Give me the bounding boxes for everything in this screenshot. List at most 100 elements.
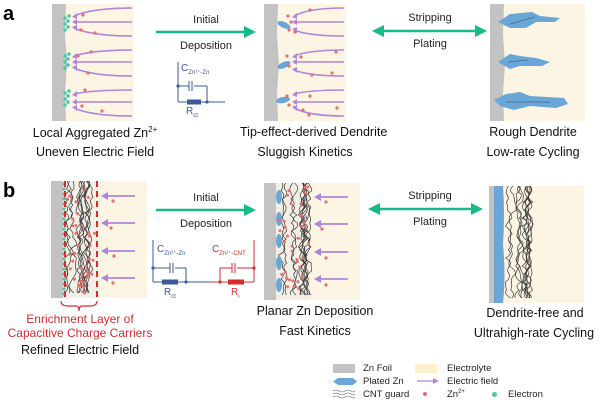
zn-ion — [306, 185, 310, 189]
planar-zn-deposits — [276, 190, 282, 292]
b-arrow2-top-label: Stripping — [408, 190, 452, 202]
zn-ion — [71, 217, 75, 221]
zn-ion — [291, 279, 295, 283]
a-arrow2-bottom-label: Plating — [413, 38, 447, 50]
field-lines — [318, 196, 348, 280]
electron-dot-icon — [492, 392, 497, 397]
cnt-fiber — [515, 185, 525, 299]
electron — [62, 247, 66, 251]
electron — [62, 197, 66, 201]
field-lines — [73, 7, 133, 117]
zn-foil — [52, 4, 67, 121]
zn-ion — [68, 252, 72, 256]
zn-ion — [286, 285, 290, 289]
zn-ion — [277, 218, 281, 222]
zn-ion — [292, 284, 296, 288]
zn-ion — [73, 252, 77, 255]
electric-field-arrow-icon — [417, 378, 439, 384]
legend-label-cnt-guard: CNT guard — [363, 389, 410, 400]
zn-ion — [290, 249, 294, 253]
dendrite-nuclei — [276, 20, 291, 104]
zn-ion — [81, 280, 85, 284]
zn-ion — [90, 272, 94, 276]
zn-ion — [299, 202, 303, 206]
cnt-fiber — [521, 185, 531, 299]
zn-ion — [76, 212, 80, 216]
cnt-fiber — [525, 185, 534, 299]
cnt-fiber — [523, 185, 532, 299]
zn-ion — [74, 224, 78, 228]
a-arrow1-top-label: Initial — [193, 14, 219, 26]
electron — [62, 217, 66, 221]
zn-ion — [287, 278, 291, 282]
b-capacitor1-label: CZn²⁺-Zn — [157, 244, 186, 257]
panel-label-b: b — [3, 180, 16, 202]
zn-ion — [93, 231, 96, 235]
cnt-fiber — [76, 180, 85, 294]
cnt-fiber — [515, 185, 524, 299]
zn-ion — [86, 195, 90, 199]
legend-label-electric-field: Electric field — [447, 376, 499, 387]
zn-ion — [298, 265, 302, 269]
b-arrow1-bottom-label: Deposition — [180, 218, 232, 230]
b-initial-deposition-arrow — [156, 204, 256, 216]
panel-label-a: a — [3, 3, 15, 25]
zn-ion — [88, 234, 91, 238]
zn-ion — [290, 244, 294, 248]
zn-ion — [78, 284, 82, 288]
zn-foil-swatch — [333, 364, 355, 373]
zn-ion — [289, 202, 293, 206]
field-lines — [105, 195, 135, 279]
a-capacitor-label: CZn²⁺-Zn — [181, 63, 210, 76]
zn-ion — [73, 277, 76, 281]
legend-label-electrolyte: Electrolyte — [447, 363, 492, 374]
zn-ion — [85, 270, 89, 274]
a-initial-deposition-arrow — [156, 26, 256, 38]
legend-label-plated-zn: Plated Zn — [363, 376, 404, 387]
b-capacitor2-label: CZn²⁺-CNT — [212, 244, 246, 257]
zn-ion — [87, 257, 91, 261]
b-arrow2-bottom-label: Plating — [413, 216, 447, 228]
zn-ion — [80, 223, 84, 227]
zn-ion — [286, 234, 289, 238]
a-equivalent-circuit — [176, 62, 225, 105]
zn-ion — [296, 280, 300, 284]
electron — [62, 287, 66, 291]
a-resistor-label: Rct — [186, 106, 198, 119]
zn-ion — [79, 266, 83, 270]
zn-ion — [82, 285, 85, 289]
field-arrowheads — [72, 13, 77, 111]
zn-ion — [283, 270, 287, 274]
zn-ion — [287, 189, 291, 193]
electron — [62, 237, 66, 241]
electron — [62, 207, 66, 211]
zn-ion — [68, 194, 72, 198]
zn-ion — [74, 200, 78, 204]
zn-ion — [87, 231, 91, 235]
cnt-guard-swatch — [332, 389, 356, 399]
zn-ion — [278, 229, 282, 233]
zn-ion — [303, 186, 307, 189]
electron — [62, 267, 66, 271]
zn-foil — [490, 4, 505, 121]
cnt-fiber — [281, 182, 288, 296]
zn-ion — [283, 240, 287, 244]
cnt-fiber — [504, 185, 513, 299]
b-stage2-illustration — [264, 182, 360, 300]
zn-foil — [264, 183, 276, 300]
cnt-fiber — [298, 182, 308, 296]
zn-foil — [264, 4, 279, 121]
zn-ion — [71, 259, 75, 263]
plated-zn-swatch — [333, 378, 357, 385]
cnt-fiber — [65, 180, 74, 294]
electron — [62, 257, 66, 261]
zn-ion — [68, 267, 72, 271]
cnt-fiber — [68, 180, 78, 294]
zn-ion — [296, 236, 300, 240]
enrichment-brace — [60, 300, 98, 312]
zn-ion — [286, 193, 289, 197]
b-stage1-illustration — [51, 180, 147, 298]
a-arrow2-top-label: Stripping — [408, 12, 452, 24]
uniform-plated-zn — [494, 186, 505, 303]
zn-ion — [301, 273, 304, 277]
